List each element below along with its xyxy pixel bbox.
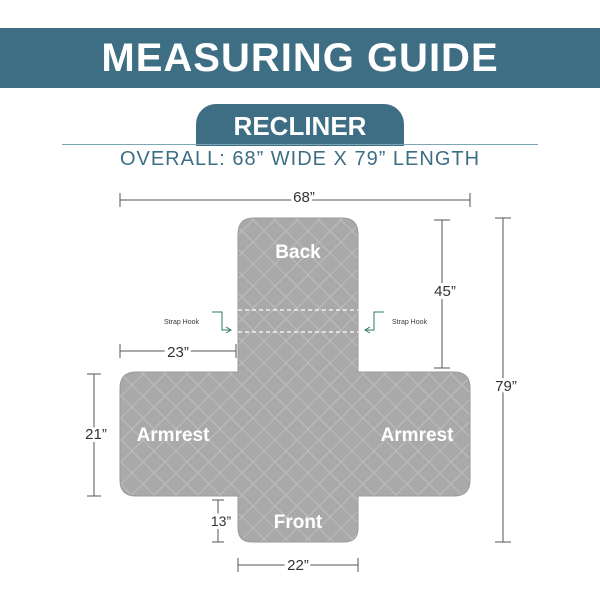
dimension-arm-extension-label: 23” — [167, 344, 189, 361]
strap-hook-right-label: Strap Hook — [392, 319, 428, 326]
dimension-top-width-label: 68” — [293, 189, 315, 206]
dimension-front-width-label: 22” — [287, 557, 309, 574]
strap-hook-right: Strap Hook — [364, 311, 428, 334]
front-label: Front — [274, 512, 323, 533]
product-tab — [196, 104, 404, 146]
dimension-front-width — [237, 558, 359, 572]
dimension-arm-extension — [119, 344, 237, 358]
strap-hook-left: Strap Hook — [164, 311, 232, 334]
dimension-top-width — [119, 193, 471, 207]
armrest-right-label: Armrest — [381, 425, 455, 446]
strap-hook-left-label: Strap Hook — [164, 319, 200, 326]
tab-divider — [62, 144, 538, 145]
cover-shape — [119, 217, 471, 543]
product-type-label: RECLINER — [233, 111, 367, 141]
dimension-armrest-height-label: 21” — [85, 426, 107, 443]
dimension-total-length-label: 79” — [495, 378, 517, 395]
dimension-back-length-label: 45” — [434, 283, 456, 300]
strap-hook-left-arrow — [212, 311, 230, 331]
dimension-armrest-height — [87, 373, 101, 497]
dimension-total-length — [495, 217, 511, 543]
page-title: MEASURING GUIDE — [101, 36, 499, 80]
armrest-left-label: Armrest — [137, 425, 211, 446]
header-banner — [0, 28, 600, 88]
dimension-back-length — [434, 219, 450, 369]
dimension-front-length-label: 13” — [211, 513, 232, 529]
strap-hook-right-arrow — [366, 311, 384, 331]
dimension-front-length — [212, 499, 224, 543]
overall-dimensions: OVERALL: 68” WIDE X 79” LENGTH — [119, 148, 481, 170]
back-label: Back — [275, 242, 321, 263]
